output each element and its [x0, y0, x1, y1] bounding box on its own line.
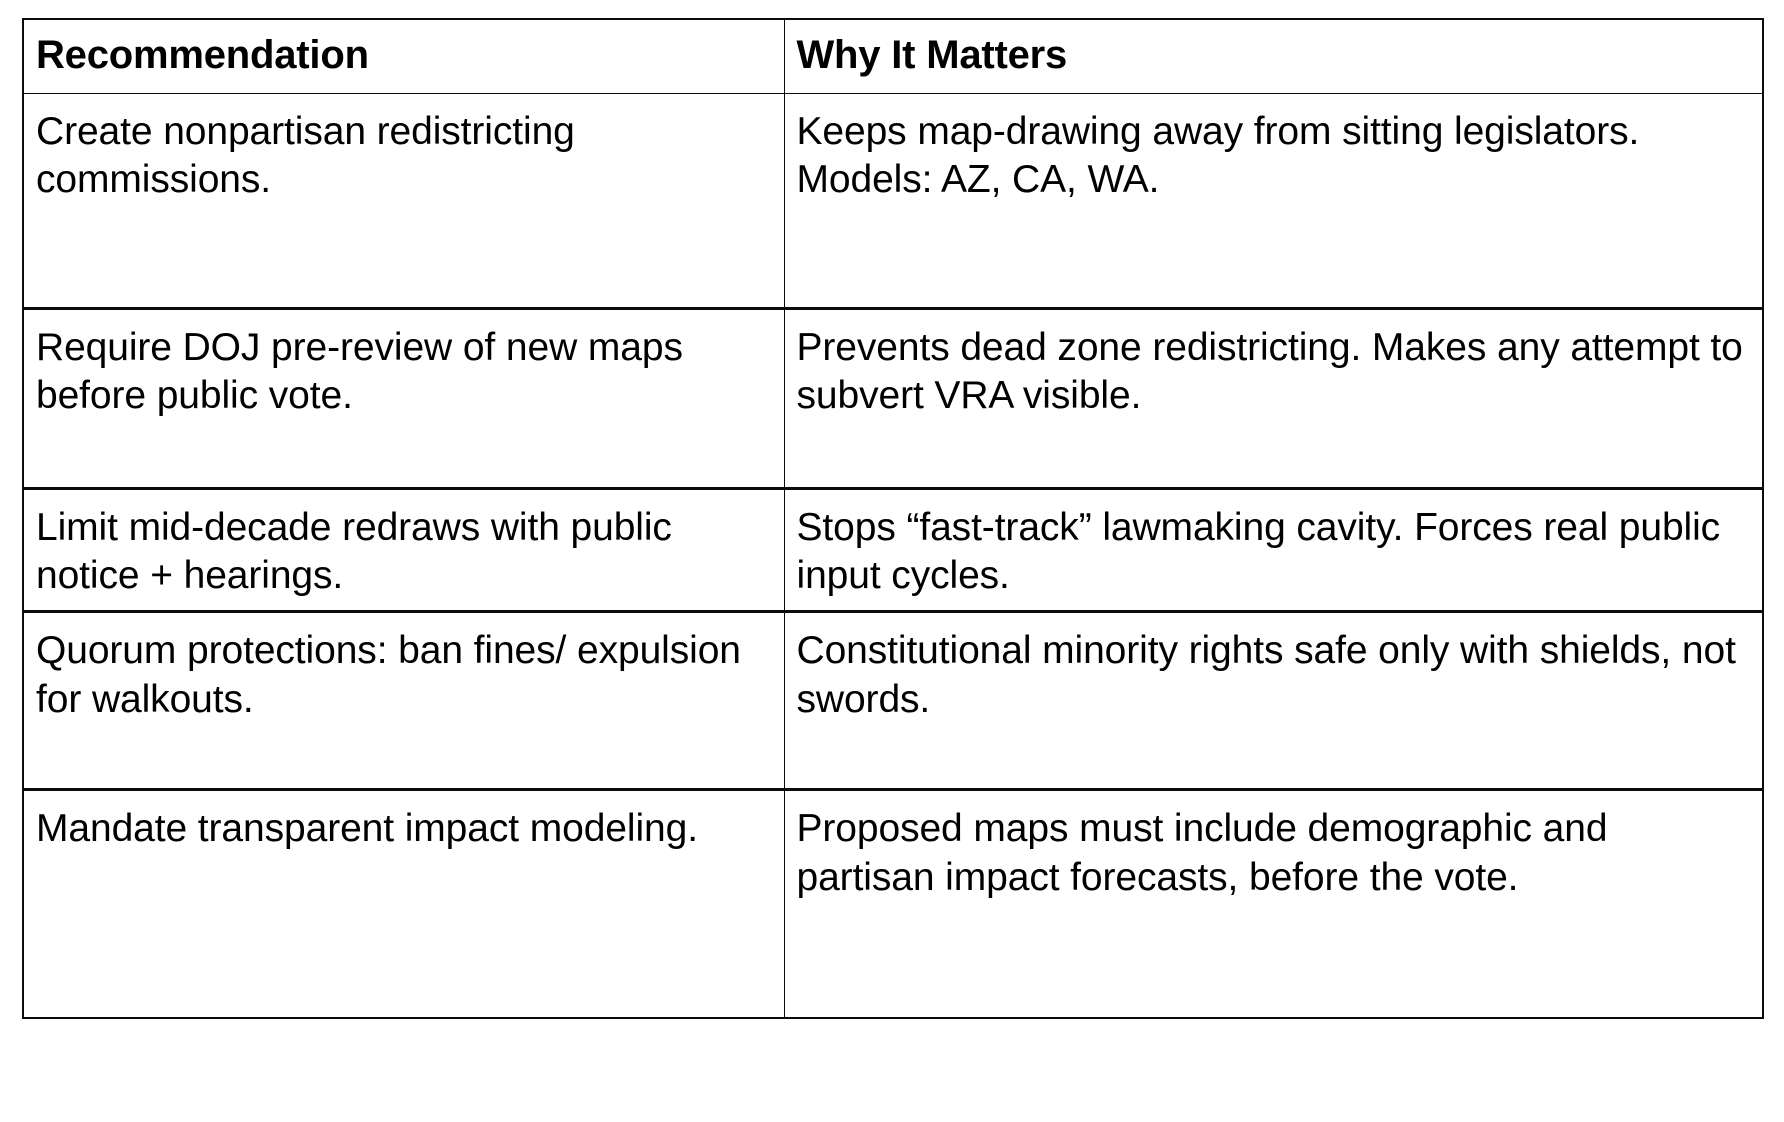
- recommendation-text: Mandate transparent impact modeling.: [36, 807, 698, 851]
- why-it-matters-text: Keeps map-drawing away from sitting legi…: [796, 109, 1640, 201]
- cell-recommendation: Quorum protections: ban fines/ expulsion…: [22, 610, 785, 791]
- why-it-matters-text: Prevents dead zone redistricting. Makes …: [796, 325, 1743, 417]
- table-row: Create nonpartisan redistricting commiss…: [22, 92, 1764, 309]
- table-row: Mandate transparent impact modeling. Pro…: [22, 788, 1764, 1019]
- table-row: Limit mid-decade redraws with public not…: [22, 486, 1764, 613]
- table-body: Create nonpartisan redistricting commiss…: [22, 92, 1764, 1019]
- recommendations-table: Recommendation Why It Matters Create non…: [22, 18, 1764, 1019]
- cell-recommendation: Limit mid-decade redraws with public not…: [22, 486, 785, 613]
- recommendation-text: Require DOJ pre-review of new maps befor…: [36, 325, 683, 417]
- cell-recommendation: Require DOJ pre-review of new maps befor…: [22, 306, 785, 489]
- table-row: Require DOJ pre-review of new maps befor…: [22, 306, 1764, 489]
- why-it-matters-text: Proposed maps must include demographic a…: [796, 807, 1608, 899]
- column-header-why-it-matters: Why It Matters: [783, 18, 1764, 94]
- cell-why-it-matters: Keeps map-drawing away from sitting legi…: [783, 92, 1764, 309]
- header-row: Recommendation Why It Matters: [22, 18, 1764, 94]
- recommendation-text: Quorum protections: ban fines/ expulsion…: [36, 629, 741, 721]
- table-row: Quorum protections: ban fines/ expulsion…: [22, 610, 1764, 791]
- recommendation-text: Create nonpartisan redistricting commiss…: [36, 109, 575, 201]
- cell-why-it-matters: Proposed maps must include demographic a…: [783, 788, 1764, 1019]
- cell-recommendation: Mandate transparent impact modeling.: [22, 788, 785, 1019]
- recommendation-text: Limit mid-decade redraws with public not…: [36, 505, 672, 597]
- cell-why-it-matters: Stops “fast-track” lawmaking cavity. For…: [783, 486, 1764, 613]
- why-it-matters-text: Stops “fast-track” lawmaking cavity. For…: [796, 505, 1721, 597]
- column-header-recommendation: Recommendation: [22, 18, 785, 94]
- cell-recommendation: Create nonpartisan redistricting commiss…: [22, 92, 785, 309]
- why-it-matters-text: Constitutional minority rights safe only…: [796, 629, 1736, 721]
- cell-why-it-matters: Constitutional minority rights safe only…: [783, 610, 1764, 791]
- cell-why-it-matters: Prevents dead zone redistricting. Makes …: [783, 306, 1764, 489]
- table-header: Recommendation Why It Matters: [22, 18, 1764, 94]
